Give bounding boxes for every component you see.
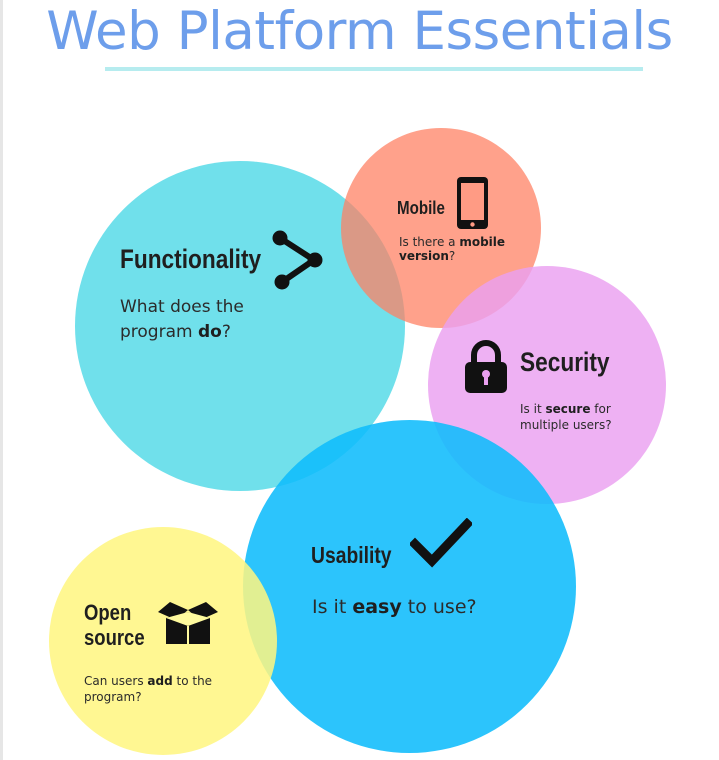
open-source-heading: Open source	[84, 600, 145, 650]
functionality-heading: Functionality	[120, 244, 262, 274]
smartphone-icon	[456, 176, 489, 230]
padlock-icon	[464, 340, 508, 394]
mobile-desc-emphasis-2: version	[399, 249, 449, 263]
security-desc-text: Is it	[520, 402, 546, 416]
usability-description: Is it easy to use?	[312, 595, 477, 619]
security-desc-end: for	[590, 402, 611, 416]
mobile-desc-line1: Is there a mobile	[399, 235, 505, 249]
security-desc-emphasis: secure	[545, 402, 591, 416]
security-heading: Security	[520, 347, 610, 377]
title-underline	[105, 67, 643, 71]
usability-desc-end: to use?	[401, 596, 477, 618]
open-source-desc-emphasis: add	[147, 674, 173, 688]
usability-desc-emphasis: easy	[352, 596, 402, 618]
functionality-desc-text: program	[120, 322, 198, 342]
functionality-desc-end: ?	[221, 322, 231, 342]
open-box-icon	[156, 600, 220, 648]
mobile-desc-end: ?	[448, 249, 456, 263]
open-source-circle	[49, 527, 277, 755]
open-source-heading-line1: Open	[84, 600, 132, 625]
share-icon	[270, 228, 326, 290]
open-source-description: Can users add to the program?	[84, 673, 212, 705]
page-title: Web Platform Essentials	[46, 1, 673, 62]
functionality-desc-emphasis: do	[197, 322, 222, 342]
mobile-heading: Mobile	[397, 198, 445, 218]
left-edge-border	[0, 0, 3, 760]
mobile-description: Is there a mobile version?	[399, 235, 505, 263]
usability-heading: Usability	[311, 542, 392, 568]
open-source-desc-end: to the	[172, 674, 213, 688]
usability-circle	[243, 420, 576, 753]
functionality-desc-line1: What does the	[120, 297, 244, 317]
security-description: Is it secure for multiple users?	[520, 401, 612, 433]
functionality-desc-line2: program do?	[120, 320, 244, 345]
functionality-description: What does the program do?	[120, 295, 244, 345]
open-source-desc-line1: Can users add to the	[84, 673, 212, 689]
open-source-desc-text: Can users	[84, 674, 148, 688]
checkmark-icon	[410, 518, 472, 568]
mobile-desc-line2: version?	[399, 249, 505, 263]
security-desc-line1: Is it secure for	[520, 401, 612, 417]
usability-desc-text: Is it	[312, 596, 353, 618]
open-source-desc-line2: program?	[84, 690, 142, 704]
mobile-desc-text: Is there a	[399, 235, 460, 249]
mobile-desc-emphasis: mobile	[459, 235, 506, 249]
security-desc-line2: multiple users?	[520, 418, 612, 432]
open-source-heading-line2: source	[84, 625, 145, 650]
